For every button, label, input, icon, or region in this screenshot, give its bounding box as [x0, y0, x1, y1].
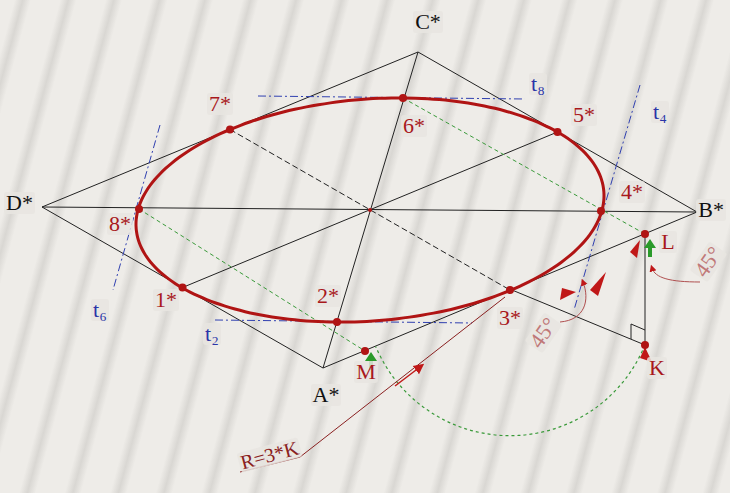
point-label: 2* — [315, 285, 341, 307]
tangent-label: t₈ — [529, 73, 547, 95]
point-label: 3* — [497, 307, 523, 329]
tangent-label: t₄ — [651, 101, 669, 123]
tangent-label: t₂ — [203, 323, 221, 345]
isometric-ellipse — [136, 98, 604, 322]
arrow-mark — [395, 367, 420, 386]
point-label: 4* — [619, 181, 645, 203]
point-label: 5* — [571, 104, 597, 126]
tangent-label: t₆ — [91, 299, 109, 321]
radius-note: R=3*K — [237, 437, 303, 473]
compass-arc — [376, 345, 645, 436]
vertex-label: D* — [4, 192, 35, 214]
point-label: L — [659, 231, 676, 253]
point-label: K — [647, 357, 667, 379]
green-arrow — [644, 239, 656, 257]
vertex-label: A* — [311, 384, 342, 406]
point-markers — [135, 94, 649, 355]
right-angle-mark — [631, 324, 645, 339]
arrow-mark — [590, 272, 606, 296]
angle-label: 45° — [689, 241, 727, 282]
arrow-mark — [630, 240, 640, 258]
vertex-label: B* — [696, 199, 726, 221]
vertex-label: C* — [413, 11, 443, 33]
point-label: 6* — [401, 115, 427, 137]
point-label: M — [354, 361, 378, 383]
point-label: 8* — [107, 213, 133, 235]
angle-leader — [560, 282, 586, 322]
angle-label: 45° — [524, 312, 562, 353]
construction-line — [645, 236, 646, 345]
construction-line — [139, 209, 365, 351]
axis-line — [183, 132, 558, 288]
point-label: 7* — [207, 93, 233, 115]
rhombus-outline — [42, 52, 697, 368]
point-label: 1* — [153, 289, 179, 311]
axis-line — [230, 130, 510, 291]
arrow-mark — [560, 288, 576, 300]
